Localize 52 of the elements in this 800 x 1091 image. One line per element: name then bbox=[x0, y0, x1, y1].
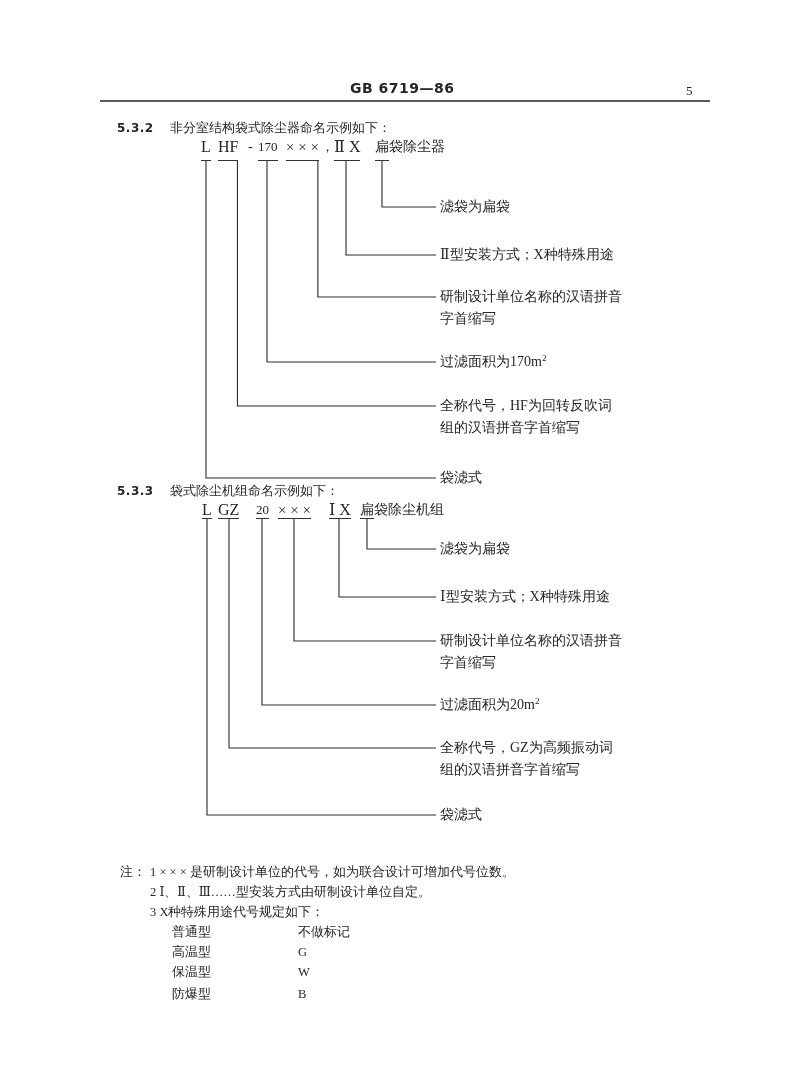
section-heading: 非分室结构袋式除尘器命名示例如下： bbox=[170, 119, 391, 137]
standard-number: GB 6719—86 bbox=[350, 79, 455, 97]
section-heading: 袋式除尘机组命名示例如下： bbox=[170, 482, 339, 500]
code-explanation: Ⅰ型安装方式；X种特殊用途 bbox=[436, 586, 640, 608]
code-explanation: 全称代号，GZ为高频振动词组的汉语拼音字首缩写 bbox=[436, 737, 624, 781]
leader-line bbox=[345, 160, 437, 256]
code-explanation: 研制设计单位名称的汉语拼音字首缩写 bbox=[436, 630, 630, 674]
type-code: B bbox=[298, 986, 307, 1002]
type-code: 不做标记 bbox=[298, 924, 350, 940]
code-explanation: 过滤面积为170m$^{2}$ bbox=[436, 351, 640, 373]
note-text: 2 Ⅰ、Ⅱ、Ⅲ……型安装方式由研制设计单位自定。 bbox=[150, 884, 431, 900]
leader-line bbox=[338, 518, 437, 598]
code-explanation: 袋滤式 bbox=[436, 467, 640, 489]
code-explanation: 袋滤式 bbox=[436, 804, 640, 826]
type-name: 防爆型 bbox=[172, 986, 211, 1002]
leader-line bbox=[293, 518, 437, 642]
leader-line bbox=[266, 160, 437, 363]
note-text: 3 X种特殊用途代号规定如下： bbox=[150, 904, 325, 920]
code-explanation: 研制设计单位名称的汉语拼音字首缩写 bbox=[436, 286, 630, 330]
type-name: 普通型 bbox=[172, 924, 211, 940]
code-explanation: 过滤面积为20m$^{2}$ bbox=[436, 694, 640, 716]
leader-line bbox=[317, 160, 437, 298]
code-explanation: 滤袋为扁袋 bbox=[436, 196, 640, 218]
type-code: W bbox=[298, 964, 310, 980]
model-code-part: Ⅰ X bbox=[329, 502, 351, 519]
model-code-part: Ⅱ X bbox=[334, 138, 361, 161]
section-number: 5.3.2 bbox=[117, 120, 154, 136]
leader-line bbox=[381, 160, 437, 208]
model-code-part: L bbox=[201, 138, 211, 161]
code-explanation: 全称代号，HF为回转反吹词组的汉语拼音字首缩写 bbox=[436, 395, 624, 439]
model-code-part: L bbox=[202, 502, 212, 519]
section-number: 5.3.3 bbox=[117, 483, 154, 499]
leader-line bbox=[205, 160, 437, 479]
page-number: 5 bbox=[686, 83, 693, 99]
type-name: 高温型 bbox=[172, 944, 211, 960]
note-text: 1 × × × 是研制设计单位的代号，如为联合设计可增加代号位数。 bbox=[150, 864, 515, 880]
model-code-part: 扁袋除尘机组 bbox=[360, 502, 444, 519]
code-separator: - bbox=[248, 138, 253, 156]
leader-line bbox=[236, 160, 437, 407]
code-explanation: Ⅱ型安装方式；X种特殊用途 bbox=[436, 244, 640, 266]
model-code-part: GZ bbox=[218, 502, 240, 519]
leader-line bbox=[206, 518, 437, 816]
leader-line bbox=[228, 518, 437, 749]
model-code-part: 扁袋除尘器 bbox=[375, 138, 445, 161]
code-separator: ， bbox=[321, 138, 334, 156]
note-label: 注： bbox=[120, 864, 146, 880]
type-code: G bbox=[298, 944, 308, 960]
leader-line bbox=[261, 518, 437, 706]
type-name: 保温型 bbox=[172, 964, 211, 980]
model-code-part: HF bbox=[218, 138, 239, 161]
code-explanation: 滤袋为扁袋 bbox=[436, 538, 640, 560]
leader-line bbox=[366, 518, 437, 550]
